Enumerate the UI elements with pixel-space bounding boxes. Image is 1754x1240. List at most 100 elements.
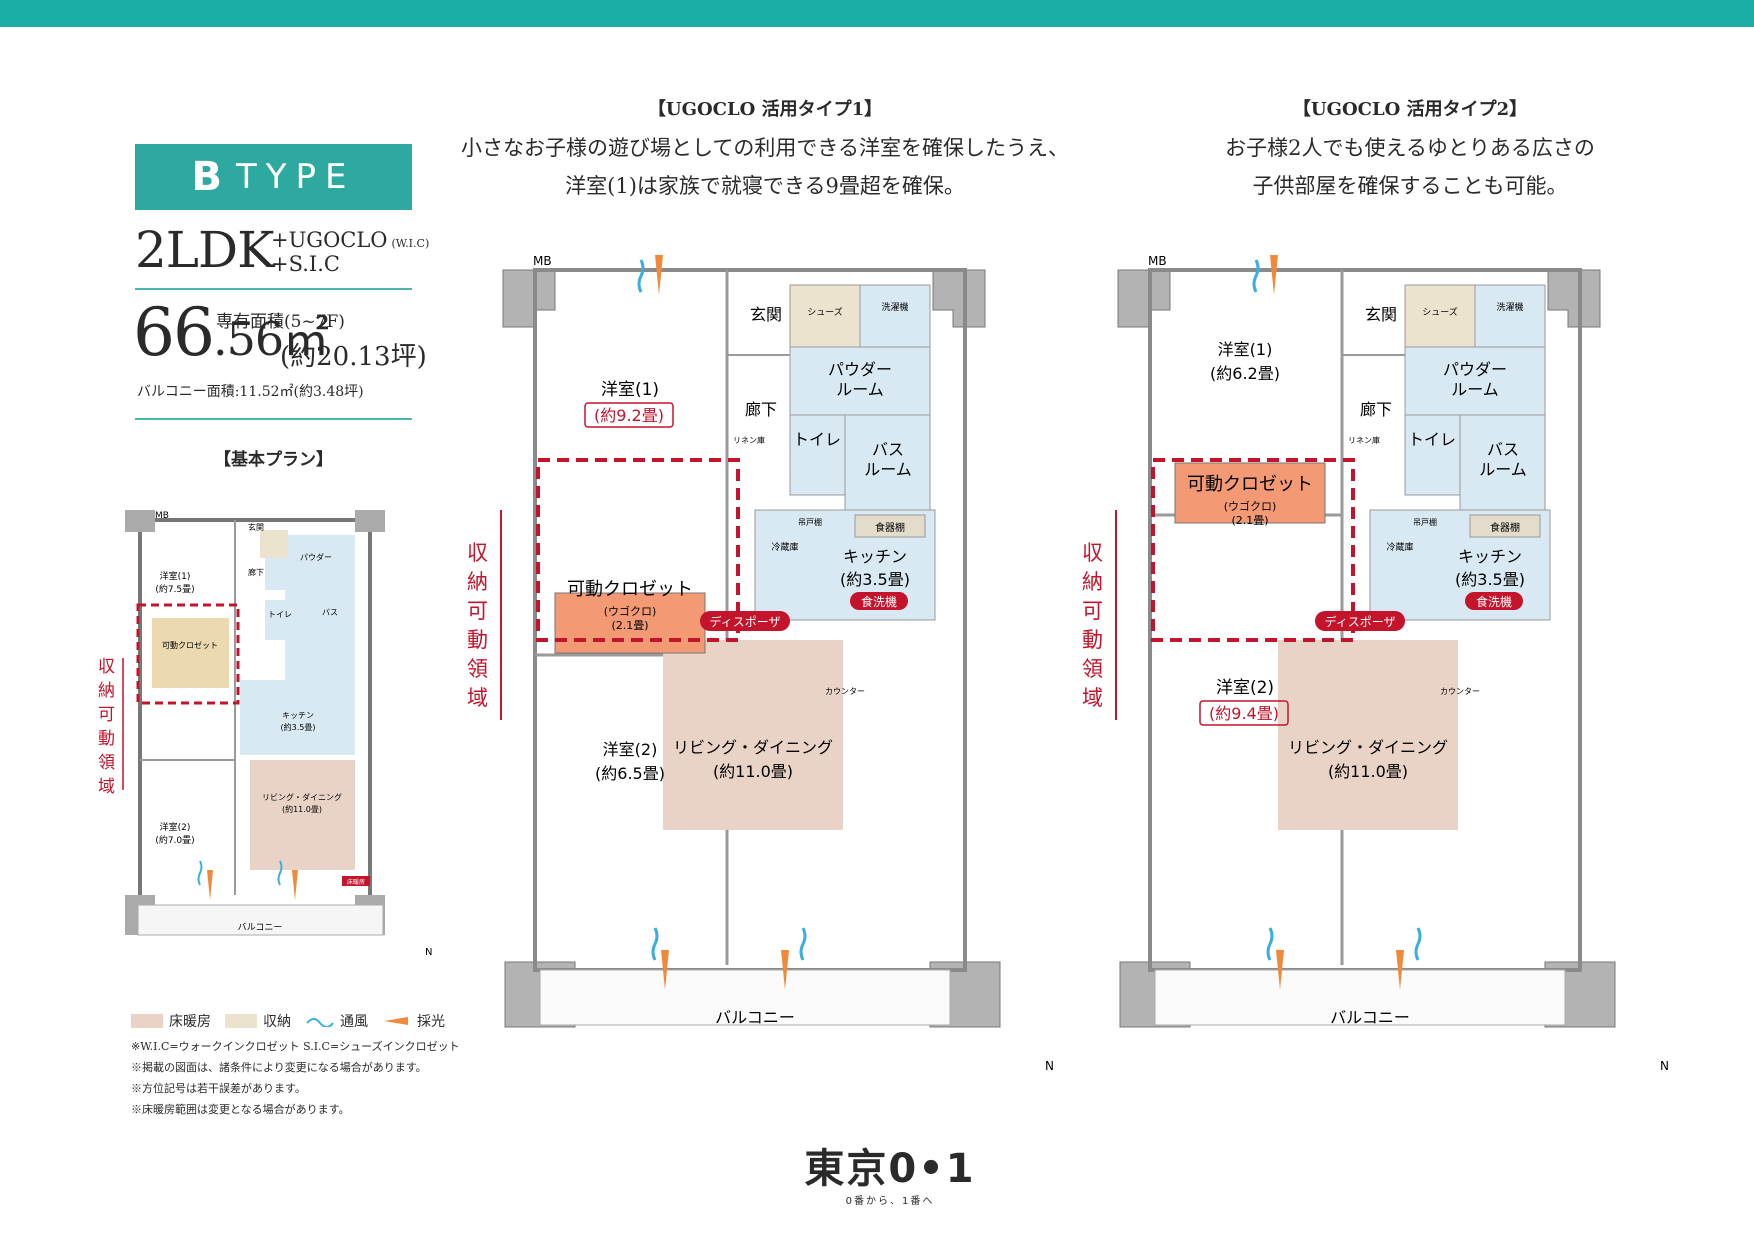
lighting-icon: [384, 1017, 408, 1025]
layout-sub2: +S.I.C: [271, 252, 340, 276]
linen-label: リネン庫: [733, 435, 765, 445]
lighting-icon: [1270, 255, 1278, 295]
storage-char-4: 領: [98, 753, 115, 773]
shoes-closet: [260, 530, 288, 558]
storage-char-2: 可: [1082, 599, 1103, 623]
basic-powder: パウダー: [300, 552, 332, 562]
laundry-label: 洗濯機: [1496, 301, 1523, 313]
brand-logo-text: 東京0•1: [804, 1146, 976, 1192]
wall-pillar: [1117, 269, 1171, 328]
room2-size: (約9.4畳): [1209, 704, 1279, 723]
powder-label2: ルーム: [1451, 380, 1499, 399]
balcony-label: バルコニー: [1330, 1008, 1410, 1027]
type-badge: B TYPE: [135, 144, 412, 210]
mb-label: MB: [533, 254, 552, 268]
note: ※掲載の図面は、諸条件により変更になる場合があります。: [131, 1061, 427, 1074]
plan2-floor-plan: 収 納 可 動 領 域 MB 洋室(1) (約6.2畳) 可動クロゼット (ウゴ…: [1082, 254, 1669, 1073]
kitchen-size: (約3.5畳): [1455, 570, 1525, 589]
dishwasher-tag: [1465, 592, 1523, 610]
powder-label1: パウダー: [828, 360, 892, 379]
powder-label2: ルーム: [836, 380, 884, 399]
swatch: [131, 1014, 163, 1028]
type-word: TYPE: [235, 157, 356, 197]
swatch: [225, 1014, 257, 1028]
closet-sub: (ウゴクロ): [604, 604, 657, 618]
plan1-floor-plan: 収 納 可 動 領 域 MB 洋室(1) (約9.2畳) 可動クロゼット (ウゴ…: [467, 254, 1054, 1073]
storage-char-3: 動: [1082, 628, 1103, 652]
shoes-in-closet: [789, 284, 861, 348]
ld-label: リビング・ダイニング: [673, 738, 833, 757]
ventilation-icon: [1252, 259, 1260, 293]
room1-size: (約9.2畳): [594, 406, 664, 425]
note: ※W.I.C=ウォークインクロゼット S.I.C=シューズインクロゼット: [131, 1040, 460, 1053]
area-label: 専有面積(5~7F): [216, 312, 345, 332]
storage-char-1: 納: [1082, 570, 1103, 594]
closet-size: (2.1畳): [1231, 514, 1268, 527]
layout-title: 2LDK +UGOCLO(W.I.C) +S.I.C: [135, 222, 435, 282]
dishwasher-tag: [850, 592, 908, 610]
balcony-slab: [137, 904, 384, 936]
storage-char-2: 可: [467, 599, 488, 623]
divider-top: [135, 288, 412, 290]
plan2-desc-line1: お子様2人でも使えるゆとりある広さの: [1225, 136, 1595, 160]
bath-label1: バス: [1487, 440, 1519, 459]
room2-label: 洋室(2): [1216, 678, 1274, 698]
storage-range-label: 収 納 可 動 領 域: [1082, 541, 1103, 710]
closet-label: 可動クロゼット: [1187, 474, 1313, 495]
legend-ventilation: 通風: [305, 1011, 368, 1031]
ld-floor-heating: [663, 640, 843, 830]
ventilation-icon: [799, 927, 807, 961]
laundry-label: 洗濯機: [881, 301, 908, 313]
note: ※方位記号は若干誤差があります。: [131, 1082, 306, 1095]
basic-room2: 洋室(2): [160, 821, 191, 833]
room1-size: (約6.2畳): [1210, 364, 1280, 383]
floor-heating-tag: [342, 876, 370, 886]
wall-pillar: [1547, 269, 1601, 328]
mb-label: MB: [1148, 254, 1167, 268]
tsuridana-label: 吊戸棚: [798, 517, 822, 527]
basic-room1: 洋室(1): [160, 570, 191, 582]
plan1-desc-line2: 洋室(1)は家族で就寝できる9畳超を確保。: [565, 174, 965, 198]
basic-floor-plan: 収 納 可 動 領 域 MB 洋室(1) (約7.5畳) 可動クロゼット 洋室(…: [98, 510, 432, 958]
basic-room2-size: (約7.0畳): [155, 834, 194, 846]
toilet-room: [1404, 414, 1461, 496]
disposer-tag: [1315, 611, 1405, 631]
storage-range-box: [1151, 458, 1355, 642]
plan2-desc-line2: 子供部屋を確保することも可能。: [1252, 174, 1568, 198]
room1-size-box: [584, 402, 674, 428]
room2-size-box: [1199, 700, 1289, 726]
powder-room: [789, 346, 931, 418]
plan2-desc: お子様2人でも使えるゆとりある広さの 子供部屋を確保することも可能。: [1085, 129, 1735, 205]
storage-range-box: [536, 458, 740, 642]
shoes-label: シューズ: [1422, 306, 1458, 318]
toilet-room: [789, 414, 846, 496]
ventilation-icon: [306, 1018, 334, 1027]
legend-lighting: 採光: [382, 1011, 445, 1031]
legend: 床暖房 収納 通風 採光: [131, 1008, 459, 1034]
toilet-label: トイレ: [793, 430, 841, 449]
storage-char-0: 収: [98, 657, 115, 677]
dish-cabinet: [854, 514, 926, 538]
note: ※床暖房範囲は変更となる場合があります。: [131, 1103, 350, 1116]
plan2-title: 【UGOCLO 活用タイプ2】: [1292, 99, 1528, 120]
basic-rouka: 廊下: [248, 567, 264, 577]
compass-icon: N: [1660, 1059, 1669, 1073]
movable-closet: [1174, 462, 1326, 524]
wall-pillar: [355, 510, 385, 532]
basic-room1-size: (約7.5畳): [155, 583, 194, 595]
disposer-tag: [700, 611, 790, 631]
wall-pillar: [932, 269, 986, 328]
disposer-text: ディスポーザ: [710, 614, 781, 629]
dish-cabinet-label: 食器棚: [1490, 521, 1520, 534]
toilet-label: トイレ: [1408, 430, 1456, 449]
storage-char-3: 動: [467, 628, 488, 652]
movable-closet: [554, 592, 706, 654]
legend-label: 床暖房: [169, 1014, 211, 1030]
lighting-icon: [781, 950, 789, 990]
ld-label: リビング・ダイニング: [1288, 738, 1448, 757]
lighting-icon: [655, 255, 663, 295]
mb-label: MB: [155, 511, 169, 521]
ventilation-icon: [277, 860, 283, 886]
type-letter: B: [191, 154, 222, 200]
ventilation-icon: [1266, 927, 1274, 961]
